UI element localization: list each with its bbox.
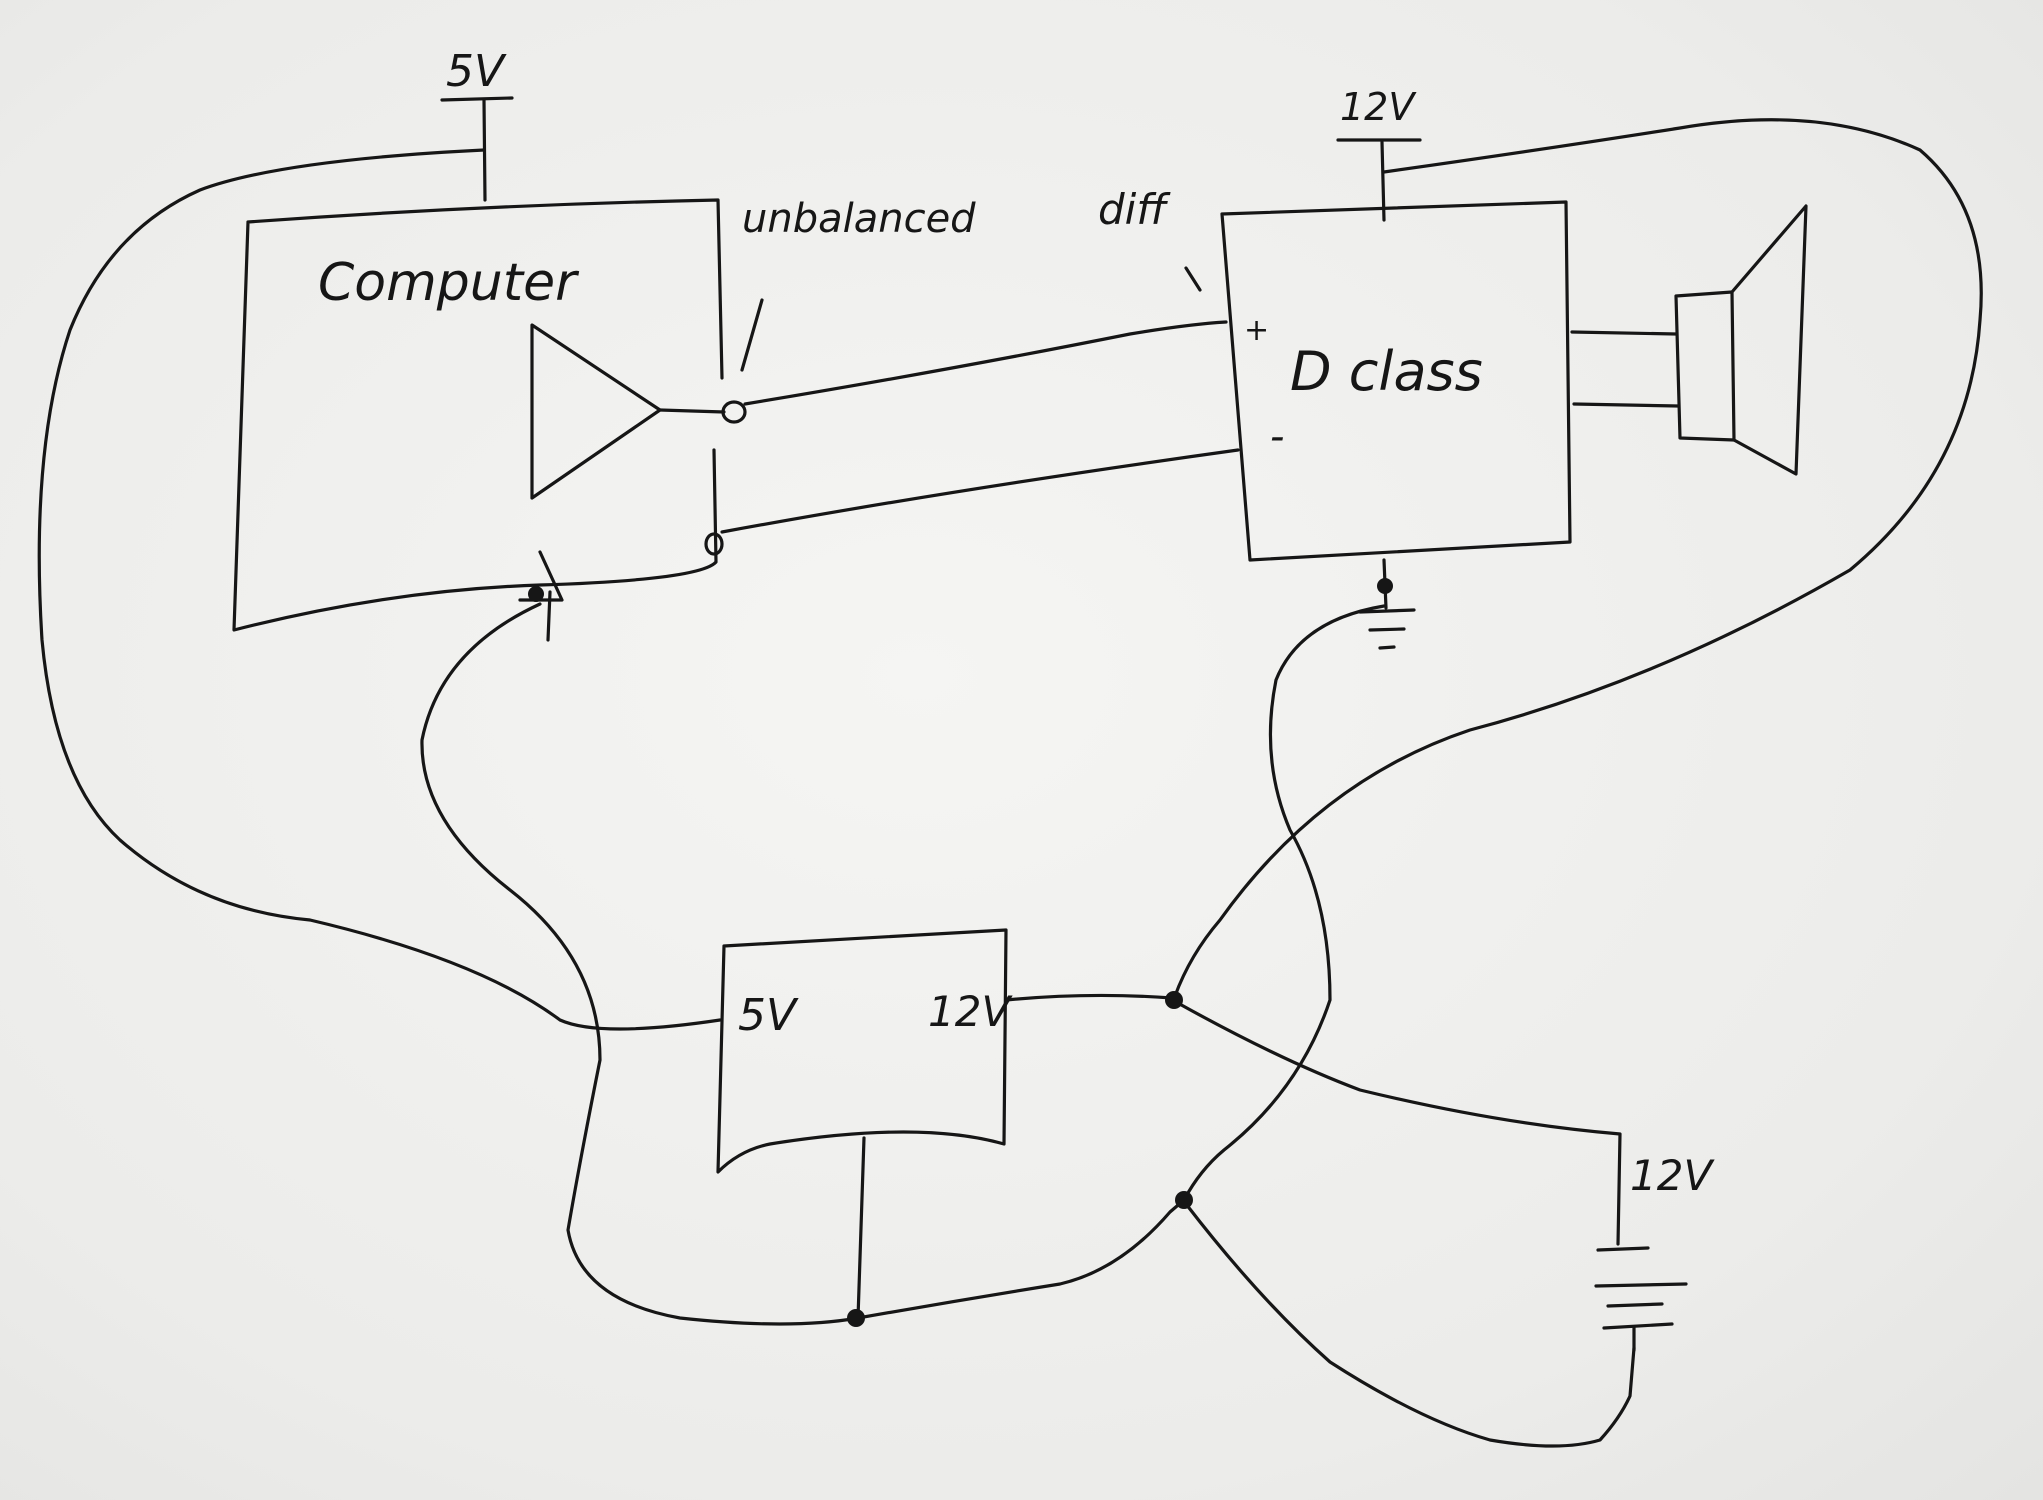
amp-ground-wire — [1182, 604, 1386, 1202]
ground-terminal — [704, 532, 724, 556]
amp-ground-node — [1377, 578, 1393, 594]
battery-cell-plate-4 — [1602, 1322, 1674, 1330]
converter-ground-lead — [856, 1136, 866, 1320]
converter-12v-label: 12V — [928, 987, 1013, 1036]
amp-plus-label: + — [1244, 313, 1269, 348]
battery-cell-plate-2 — [1594, 1282, 1688, 1288]
amp-minus-label: - — [1270, 414, 1284, 460]
converter-12v-out-wire — [1004, 993, 1174, 1002]
computer-label: Computer — [318, 253, 580, 313]
12v-battery: 12V — [1594, 1151, 1715, 1352]
wiring — [37, 118, 1983, 1448]
battery-cell-plate-3 — [1606, 1302, 1664, 1308]
d-class-amplifier: + - D class — [1220, 200, 1572, 650]
buffer-output-wire — [658, 408, 726, 414]
computer-5v-label: 5V — [446, 46, 507, 97]
diff-label: diff — [1098, 185, 1171, 234]
signal-cable: diff — [720, 185, 1240, 534]
amp-ground-symbol — [1358, 608, 1416, 650]
speaker-cone-icon — [1730, 204, 1808, 476]
amp-12v-label: 12V — [1340, 85, 1417, 129]
5v-supply-bar — [440, 96, 514, 102]
converter-5v-label: 5V — [738, 990, 799, 1041]
amp-12v-supply: 12V — [1336, 85, 1422, 222]
battery-positive-wire — [1174, 1000, 1622, 1246]
dc-dc-converter: 5V 12V — [716, 928, 1013, 1320]
12v-junction-node — [1165, 991, 1183, 1009]
amp-box — [1220, 200, 1572, 562]
speaker-magnet — [1674, 290, 1736, 442]
speaker — [1570, 204, 1808, 476]
signal-plus-wire — [743, 320, 1228, 406]
battery-cell-plate-1 — [1596, 1246, 1650, 1252]
signal-minus-wire — [720, 448, 1240, 534]
12v-feed-wire — [1173, 118, 1983, 998]
converter-box — [716, 928, 1008, 1174]
ground-bus-wire — [856, 1198, 1186, 1320]
amp-label: D class — [1290, 340, 1483, 403]
battery-negative-wire — [1184, 1202, 1636, 1448]
diff-tick-mark — [1184, 266, 1202, 292]
computer-ground-node — [528, 586, 544, 602]
5v-feed-wire — [37, 148, 722, 1031]
ground-bottom-node — [847, 1309, 865, 1327]
computer-block: Computer unbalanced — [232, 196, 976, 642]
output-buffer-triangle — [530, 323, 662, 500]
computer-box — [232, 198, 724, 632]
computer-ground-wire — [420, 602, 860, 1326]
computer-5v-supply: 5V — [440, 46, 514, 202]
battery-12v-label: 12V — [1630, 1151, 1715, 1200]
unbalanced-label: unbalanced — [742, 196, 976, 242]
signal-terminal — [721, 400, 747, 424]
unbalanced-slash-mark — [740, 298, 764, 372]
speaker-wires — [1570, 330, 1680, 408]
